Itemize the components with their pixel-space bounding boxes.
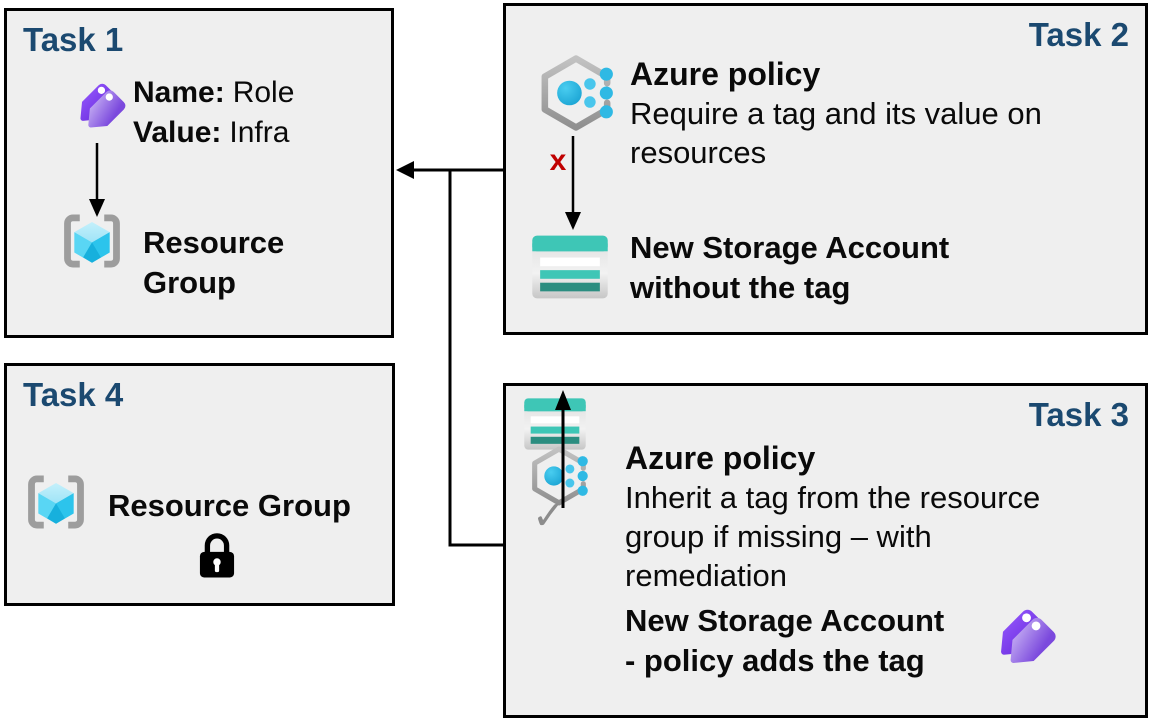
- policy-heading: Azure policy: [625, 440, 816, 476]
- storage-line1: New Storage Account: [625, 603, 945, 638]
- tag-value-text: Infra: [229, 116, 290, 149]
- resource-group-line1: Resource: [143, 225, 285, 260]
- policy-description-line3: remediation: [625, 558, 787, 593]
- task2-panel: Task 2 Azure policy Require a tag and it…: [503, 3, 1148, 335]
- tag-value-label: Value:: [133, 116, 222, 149]
- policy-text-block: Azure policy Require a tag and its value…: [630, 54, 1090, 172]
- tag-icon: [80, 83, 126, 128]
- resource-group-line2: Group: [143, 265, 236, 300]
- down-arrow: [89, 143, 105, 217]
- policy-description-line1: Require a tag and its value on: [630, 96, 1042, 131]
- azure-policy-icon: [541, 55, 613, 131]
- task1-panel: Task 1 Name:Role Value:Infra: [4, 8, 394, 338]
- task4-title: Task 4: [23, 376, 124, 413]
- tag-value-line: Value:Infra: [133, 113, 294, 153]
- deny-arrow: [565, 136, 581, 230]
- storage-line1: New Storage Account: [630, 230, 950, 265]
- policy-description-line2: resources: [630, 135, 767, 170]
- policy-description-line2: group if missing – with: [625, 519, 932, 554]
- azure-policy-icon: [532, 446, 588, 506]
- storage-line2: without the tag: [630, 270, 851, 305]
- task2-title: Task 2: [1028, 16, 1129, 53]
- task4-panel: Task 4 Resource Group: [4, 363, 395, 606]
- tag-name-label: Name:: [133, 76, 225, 109]
- policy-text-block: Azure policy Inherit a tag from the reso…: [625, 438, 1095, 681]
- storage-text-block: New Storage Account without the tag: [630, 228, 949, 308]
- task3-title: Task 3: [1028, 396, 1129, 433]
- task1-title: Task 1: [23, 21, 124, 58]
- check-mark: ✓: [532, 494, 566, 538]
- resource-group-label: Resource Group: [108, 488, 351, 523]
- storage-account-icon: [532, 235, 608, 299]
- storage-account-icon: [524, 398, 586, 450]
- resource-group-label: Resource Group: [143, 223, 284, 303]
- tag-name-line: Name:Role: [133, 73, 294, 113]
- resource-group-icon: [64, 214, 120, 268]
- resource-group-icon: [28, 475, 84, 529]
- lock-icon: [199, 533, 235, 578]
- storage-line2: - policy adds the tag: [625, 643, 925, 678]
- tag-name-value-block: Name:Role Value:Infra: [133, 73, 294, 153]
- policy-heading: Azure policy: [630, 56, 821, 92]
- storage-text-block: New Storage Account - policy adds the ta…: [625, 601, 1095, 681]
- tag-name-text: Role: [232, 76, 295, 109]
- up-arrow: [555, 390, 571, 508]
- policy-description-line1: Inherit a tag from the resource: [625, 480, 1041, 515]
- tag-icon: [1001, 609, 1056, 663]
- deny-x-mark: x: [549, 144, 567, 177]
- task3-panel: Task 3 ✓ Azure policy Inherit a tag fro: [503, 383, 1148, 718]
